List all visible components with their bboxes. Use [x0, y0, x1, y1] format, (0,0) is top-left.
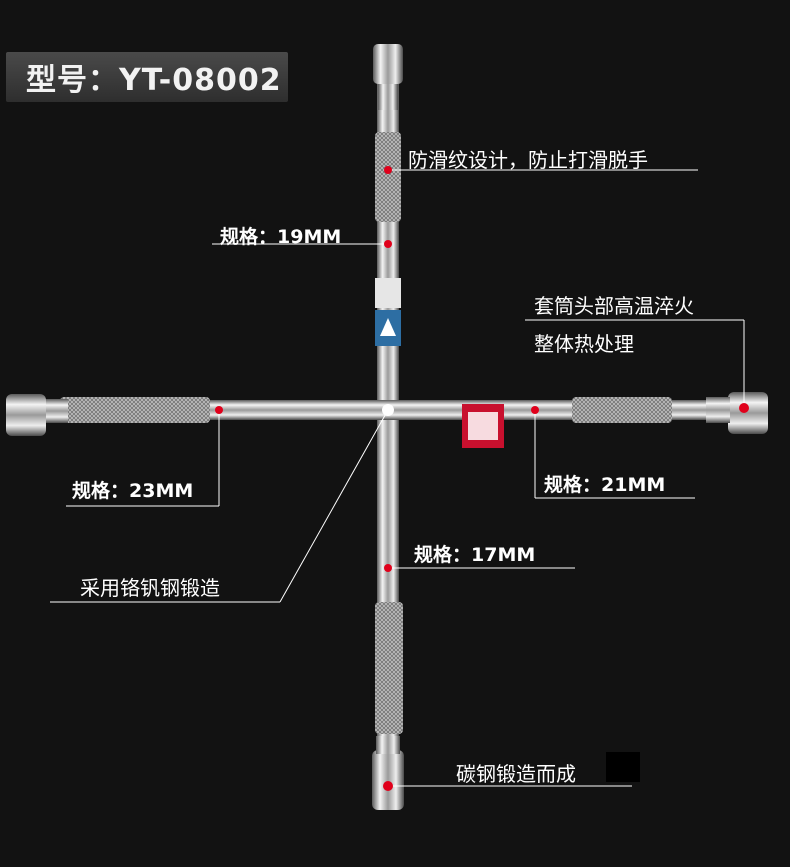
anti-slip-label: 防滑纹设计，防止打滑脱手: [408, 148, 648, 172]
carbon-steel-label: 碳钢锻造而成: [456, 762, 576, 786]
marker-dot: [383, 781, 393, 791]
marker-dot: [531, 406, 539, 414]
model-number-badge: 型号：YT-08002: [6, 52, 288, 102]
spec-17mm-label: 规格：17MM: [414, 544, 536, 566]
horizontal-bar: [6, 392, 768, 448]
spec-19mm-label: 规格：19MM: [220, 226, 342, 248]
marker-dot: [384, 564, 392, 572]
marker-dot: [384, 166, 392, 174]
spec-23mm-label: 规格：23MM: [72, 480, 194, 502]
marker-dot: [384, 240, 392, 248]
leader-lines: [50, 169, 745, 787]
spec-21mm-label: 规格：21MM: [544, 474, 666, 496]
black-patch: [606, 752, 640, 782]
vertical-bar: [372, 44, 404, 810]
socket-treatment-label-1: 套筒头部高温淬火: [534, 294, 694, 318]
material-label: 采用铬钒钢锻造: [80, 576, 220, 600]
marker-dot: [739, 403, 749, 413]
marker-dot: [215, 406, 223, 414]
socket-treatment-label-2: 整体热处理: [534, 332, 634, 356]
marker-dots: [215, 166, 749, 791]
